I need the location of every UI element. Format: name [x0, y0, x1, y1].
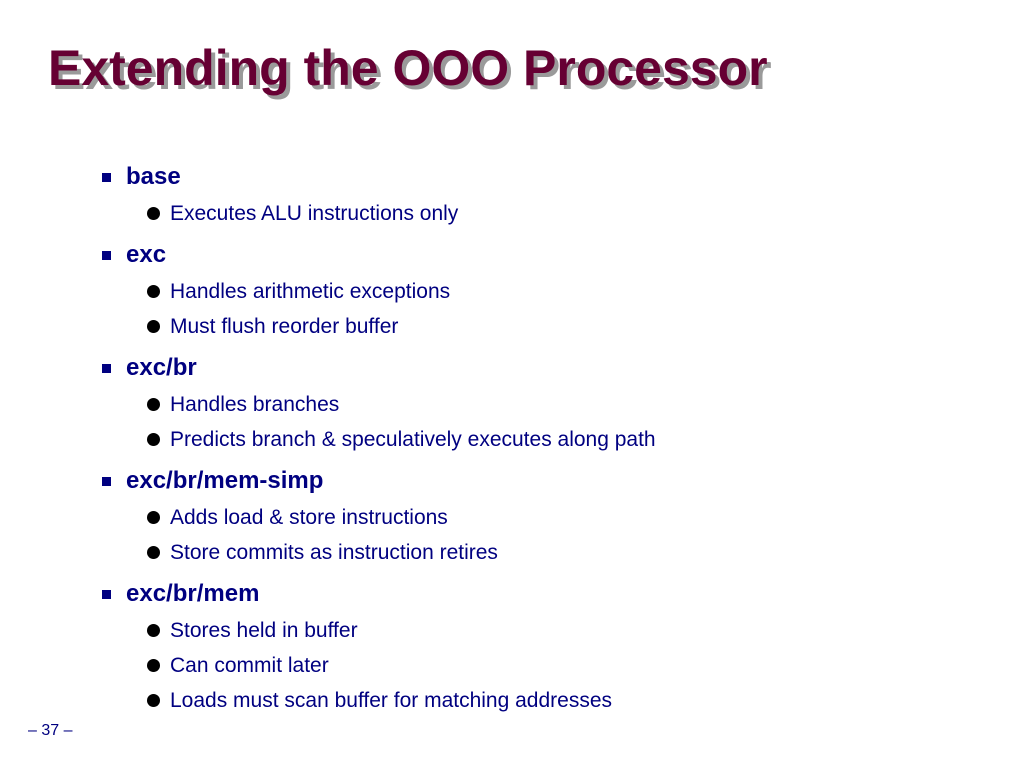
bullet-heading: exc/br	[100, 349, 1000, 387]
page-number: – 37 –	[28, 722, 73, 739]
sub-bullet: Handles arithmetic exceptions	[100, 274, 1000, 309]
round-bullet-icon	[147, 694, 160, 707]
bullet-group-exc-br: exc/br Handles branches Predicts branch …	[100, 349, 1000, 457]
sub-bullet-text: Must flush reorder buffer	[170, 314, 399, 338]
square-bullet-icon	[102, 476, 111, 486]
round-bullet-icon	[147, 398, 160, 411]
sub-bullet: Executes ALU instructions only	[100, 196, 1000, 231]
square-bullet-icon	[102, 589, 111, 599]
sub-bullet-text: Adds load & store instructions	[170, 505, 448, 529]
square-bullet-icon	[102, 250, 111, 260]
round-bullet-icon	[147, 624, 160, 637]
round-bullet-icon	[147, 546, 160, 559]
bullet-list: base Executes ALU instructions only exc …	[100, 158, 1000, 723]
sub-bullet-text: Loads must scan buffer for matching addr…	[170, 688, 613, 712]
round-bullet-icon	[147, 659, 160, 672]
sub-bullet-text: Store commits as instruction retires	[170, 540, 498, 564]
slide-title: Extending the OOO Processor	[48, 40, 768, 96]
bullet-heading: base	[100, 158, 1000, 196]
bullet-group-exc: exc Handles arithmetic exceptions Must f…	[100, 236, 1000, 344]
round-bullet-icon	[147, 511, 160, 524]
sub-bullet-text: Executes ALU instructions only	[170, 201, 459, 225]
bullet-group-base: base Executes ALU instructions only	[100, 158, 1000, 231]
sub-bullet-text: Predicts branch & speculatively executes…	[170, 427, 656, 451]
bullet-heading-text: exc/br	[126, 354, 197, 381]
bullet-heading: exc/br/mem	[100, 575, 1000, 613]
sub-bullet: Stores held in buffer	[100, 613, 1000, 648]
bullet-heading-text: base	[126, 163, 181, 190]
sub-bullet-text: Handles arithmetic exceptions	[170, 279, 451, 303]
bullet-heading-text: exc/br/mem-simp	[126, 467, 324, 494]
bullet-heading: exc/br/mem-simp	[100, 462, 1000, 500]
bullet-heading: exc	[100, 236, 1000, 274]
round-bullet-icon	[147, 433, 160, 446]
sub-bullet-text: Handles branches	[170, 392, 340, 416]
sub-bullet: Store commits as instruction retires	[100, 535, 1000, 570]
bullet-group-exc-br-mem: exc/br/mem Stores held in buffer Can com…	[100, 575, 1000, 718]
square-bullet-icon	[102, 172, 111, 182]
round-bullet-icon	[147, 320, 160, 333]
sub-bullet: Must flush reorder buffer	[100, 309, 1000, 344]
bullet-heading-text: exc	[126, 241, 167, 268]
sub-bullet-text: Stores held in buffer	[170, 618, 358, 642]
sub-bullet-text: Can commit later	[170, 653, 329, 677]
round-bullet-icon	[147, 285, 160, 298]
bullet-heading-text: exc/br/mem	[126, 580, 260, 607]
sub-bullet: Adds load & store instructions	[100, 500, 1000, 535]
square-bullet-icon	[102, 363, 111, 373]
sub-bullet: Loads must scan buffer for matching addr…	[100, 683, 1000, 718]
sub-bullet: Can commit later	[100, 648, 1000, 683]
bullet-group-exc-br-mem-simp: exc/br/mem-simp Adds load & store instru…	[100, 462, 1000, 570]
sub-bullet: Handles branches	[100, 387, 1000, 422]
sub-bullet: Predicts branch & speculatively executes…	[100, 422, 1000, 457]
round-bullet-icon	[147, 207, 160, 220]
